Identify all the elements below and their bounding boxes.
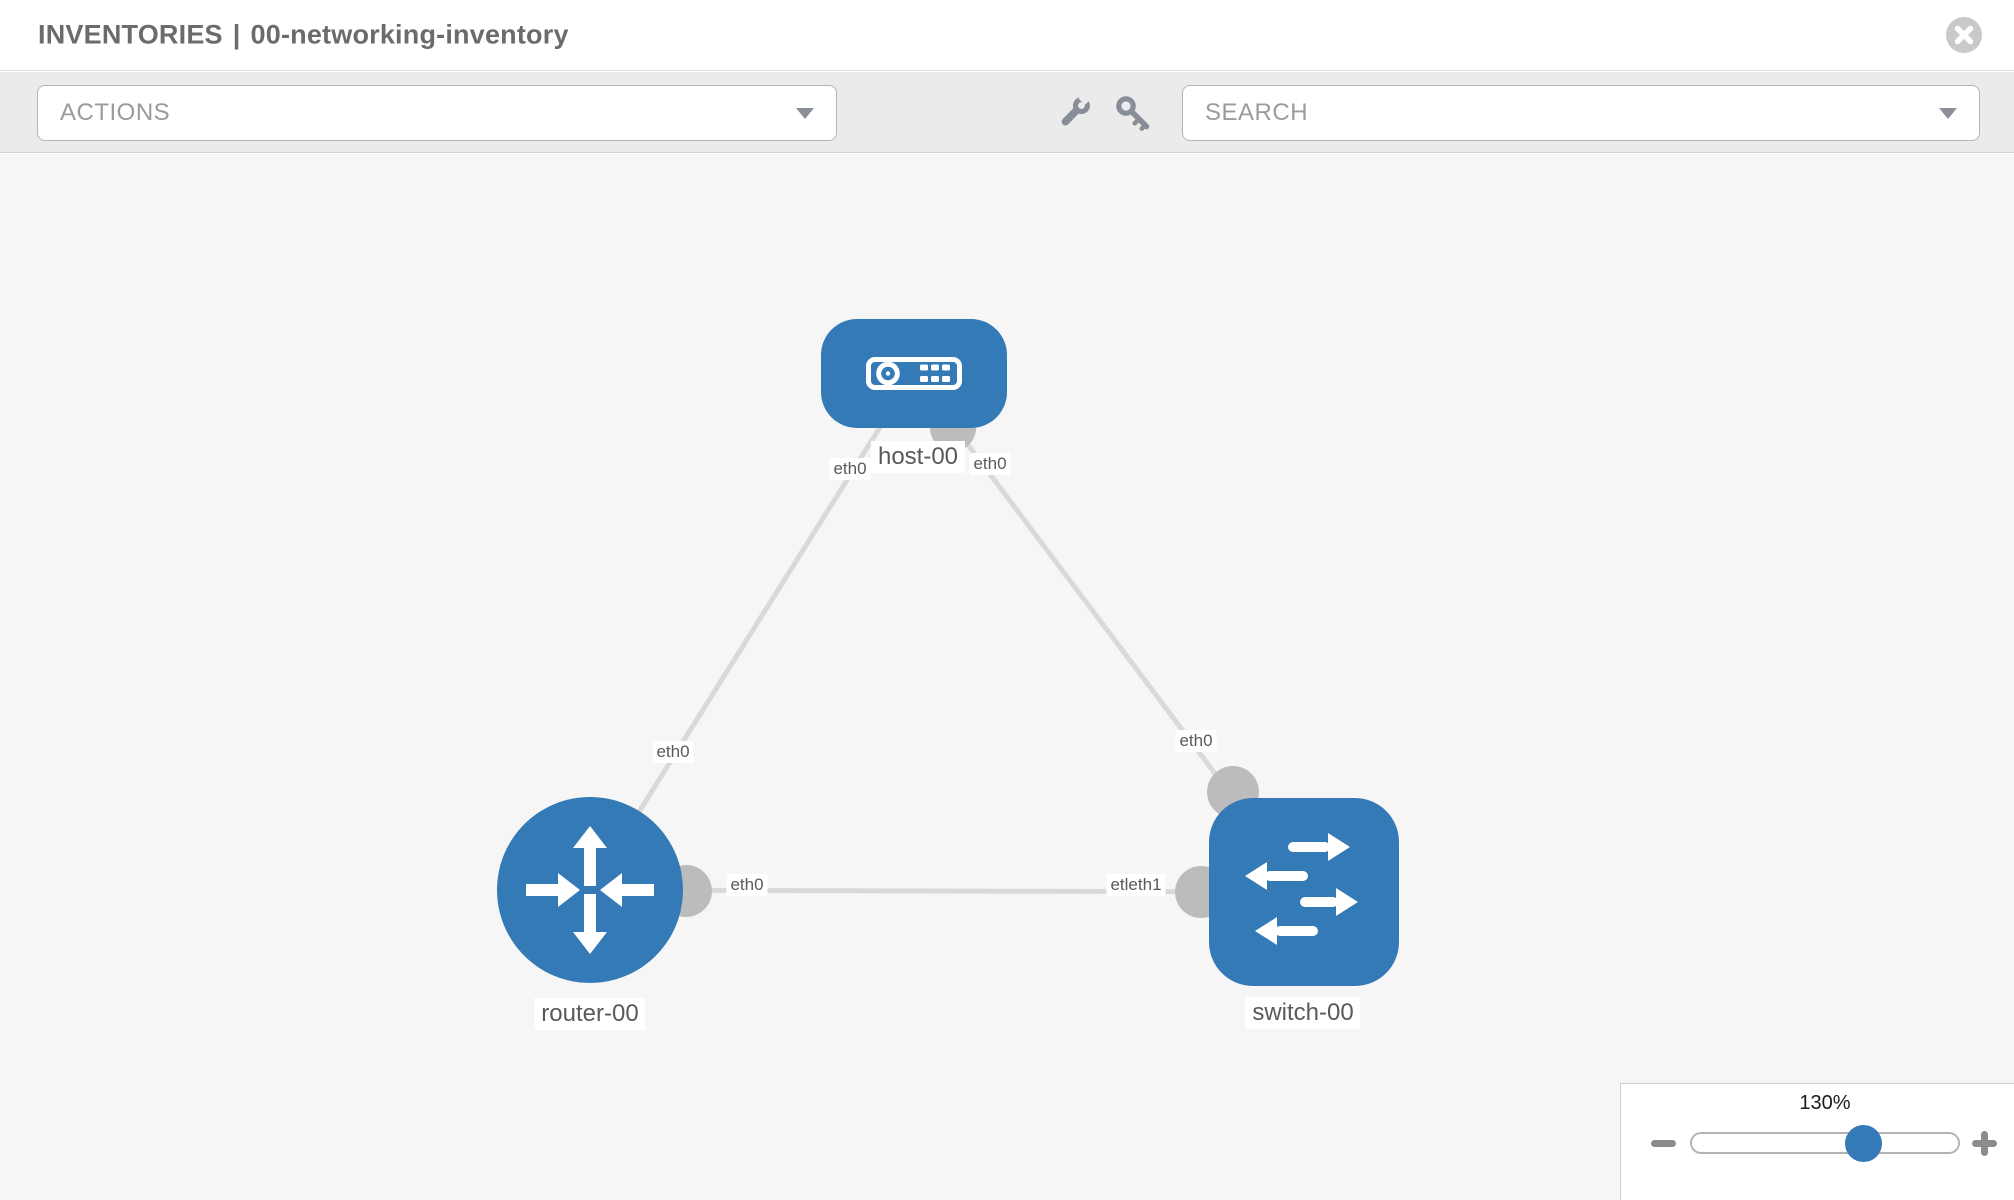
- node-label-router-00: router-00: [534, 998, 646, 1030]
- switch-icon: [1245, 833, 1358, 945]
- router-icon: [526, 826, 654, 954]
- close-button[interactable]: [1946, 17, 1982, 53]
- node-label-switch-00: switch-00: [1245, 997, 1361, 1029]
- interface-label: etleth1: [1106, 874, 1166, 896]
- zoom-percentage: 130%: [1799, 1092, 1851, 1114]
- inventory-name: 00-networking-inventory: [250, 19, 569, 50]
- tools-button[interactable]: [1053, 92, 1095, 134]
- node-switch-00[interactable]: [1209, 798, 1399, 986]
- interface-label: eth0: [652, 741, 694, 763]
- interface-label: eth0: [829, 458, 871, 480]
- search-dropdown-label: SEARCH: [1205, 99, 1309, 126]
- links-layer: [587, 371, 1306, 918]
- zoom-widget: 130%: [1620, 1083, 2014, 1200]
- zoom-slider-handle[interactable]: [1845, 1125, 1882, 1162]
- host-icon: [866, 357, 962, 390]
- topology-canvas[interactable]: host-00 router-00 switch-00 eth0 eth0 et…: [0, 154, 2014, 1200]
- interface-label: eth0: [969, 453, 1011, 475]
- close-icon: [1954, 25, 1974, 45]
- interface-label: eth0: [726, 874, 768, 896]
- chevron-down-icon: [796, 108, 814, 119]
- node-router-00[interactable]: [497, 797, 683, 983]
- page-title: INVENTORIES | 00-networking-inventory: [38, 20, 569, 51]
- zoom-slider-track[interactable]: [1690, 1132, 1960, 1154]
- header: INVENTORIES | 00-networking-inventory: [0, 0, 2014, 71]
- node-label-host-00: host-00: [870, 441, 966, 473]
- wrench-icon: [1061, 92, 1092, 126]
- search-dropdown[interactable]: SEARCH: [1182, 85, 1980, 141]
- zoom-in-button[interactable]: [1972, 1131, 1997, 1156]
- title-separator: |: [232, 19, 241, 50]
- key-icon: [1116, 96, 1150, 131]
- chevron-down-icon: [1939, 108, 1957, 119]
- breadcrumb-section: INVENTORIES: [38, 19, 223, 50]
- zoom-out-button[interactable]: [1651, 1140, 1676, 1147]
- node-host-00[interactable]: [821, 319, 1007, 428]
- credentials-button[interactable]: [1112, 92, 1154, 134]
- actions-dropdown[interactable]: ACTIONS: [37, 85, 837, 141]
- toolbar: ACTIONS SEARCH: [0, 72, 2014, 153]
- interface-label: eth0: [1175, 730, 1217, 752]
- actions-dropdown-label: ACTIONS: [60, 99, 171, 126]
